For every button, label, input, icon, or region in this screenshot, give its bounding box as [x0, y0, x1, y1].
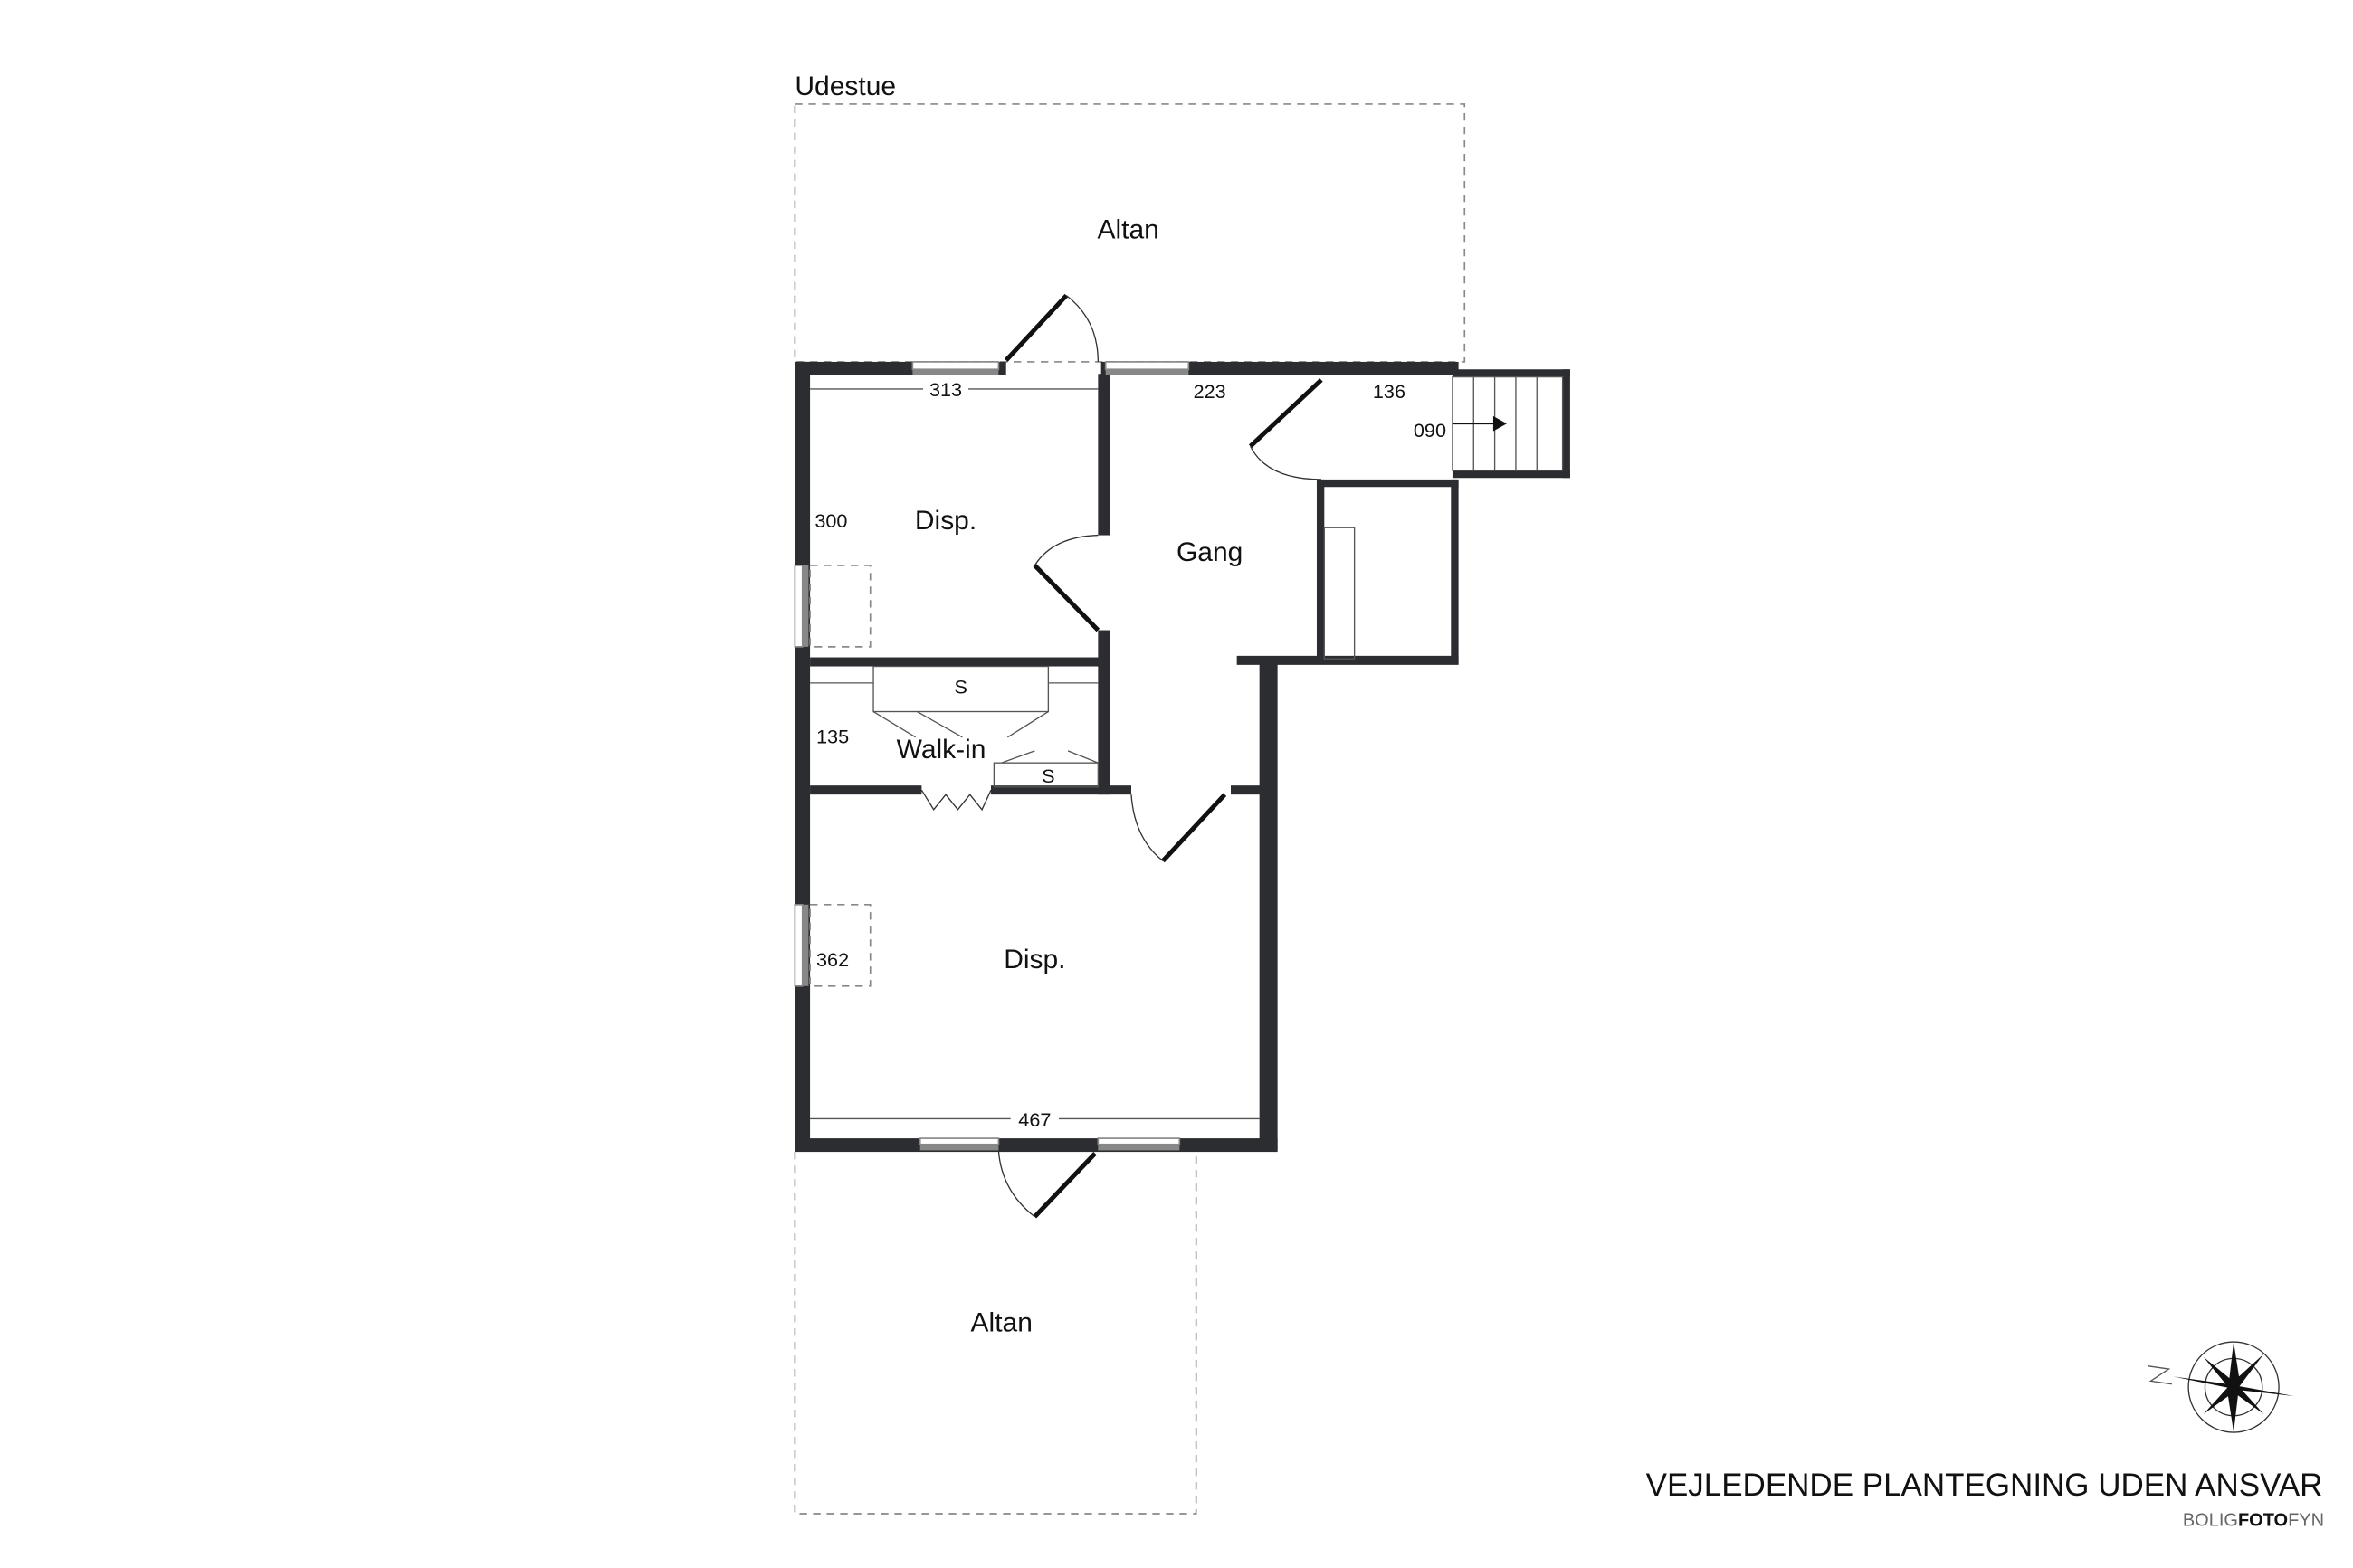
storage-lower: S — [993, 750, 1100, 788]
dim-467: 467 — [1018, 1108, 1051, 1131]
dim-300: 300 — [814, 509, 847, 532]
dim-362: 362 — [816, 948, 849, 971]
svg-text:S: S — [1042, 765, 1054, 787]
walls — [795, 361, 1570, 1153]
dim-136: 136 — [1373, 380, 1405, 403]
svg-text:S: S — [954, 676, 967, 698]
windows — [794, 361, 1190, 1151]
label-altan-bottom: Altan — [971, 1307, 1033, 1337]
room-disp-bottom: Disp. — [1004, 945, 1065, 974]
label-udestue: Udestue — [795, 71, 896, 101]
disclaimer: VEJLEDENDE PLANTEGNING UDEN ANSVAR — [1646, 1468, 2323, 1503]
room-gang: Gang — [1176, 537, 1243, 567]
room-disp-top: Disp. — [915, 506, 976, 536]
balcony-bottom-outline — [794, 1149, 1197, 1515]
dim-313: 313 — [929, 378, 962, 401]
brand-logo: BOLIGFOTOFYN — [2183, 1510, 2324, 1530]
dim-223: 223 — [1194, 380, 1226, 403]
label-altan-top: Altan — [1098, 214, 1159, 244]
stairs — [1452, 375, 1564, 471]
doors — [920, 293, 1323, 1219]
storage-upper: S — [810, 665, 1099, 738]
dim-090: 090 — [1414, 419, 1446, 442]
compass-icon — [2148, 1341, 2294, 1433]
dim-135: 135 — [816, 726, 849, 748]
room-walk-in: Walk-in — [897, 735, 986, 765]
